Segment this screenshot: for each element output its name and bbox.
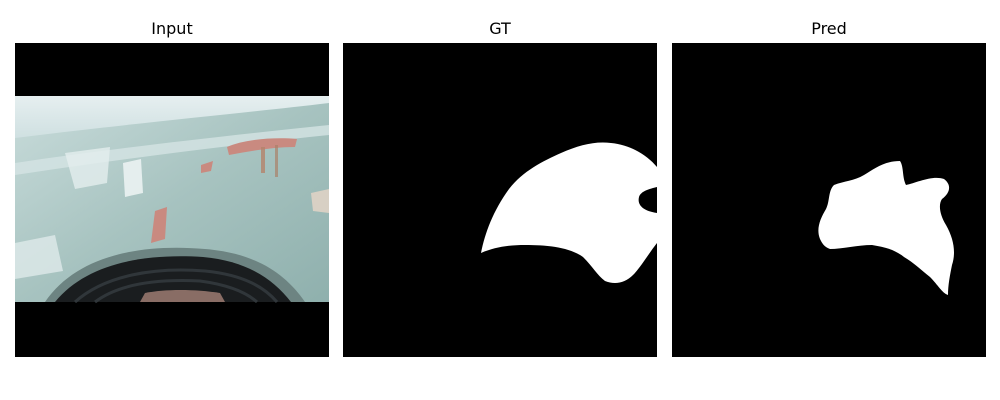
panel-title-gt: GT — [489, 19, 511, 38]
ground-truth-mask-panel — [343, 43, 657, 357]
input-car-photo — [15, 96, 329, 304]
panel-title-input: Input — [151, 19, 193, 38]
prediction-mask-panel — [672, 43, 986, 357]
panel-title-pred: Pred — [811, 19, 847, 38]
pred-mask — [818, 161, 954, 295]
input-image-panel — [15, 43, 329, 357]
gt-mask — [481, 142, 657, 283]
